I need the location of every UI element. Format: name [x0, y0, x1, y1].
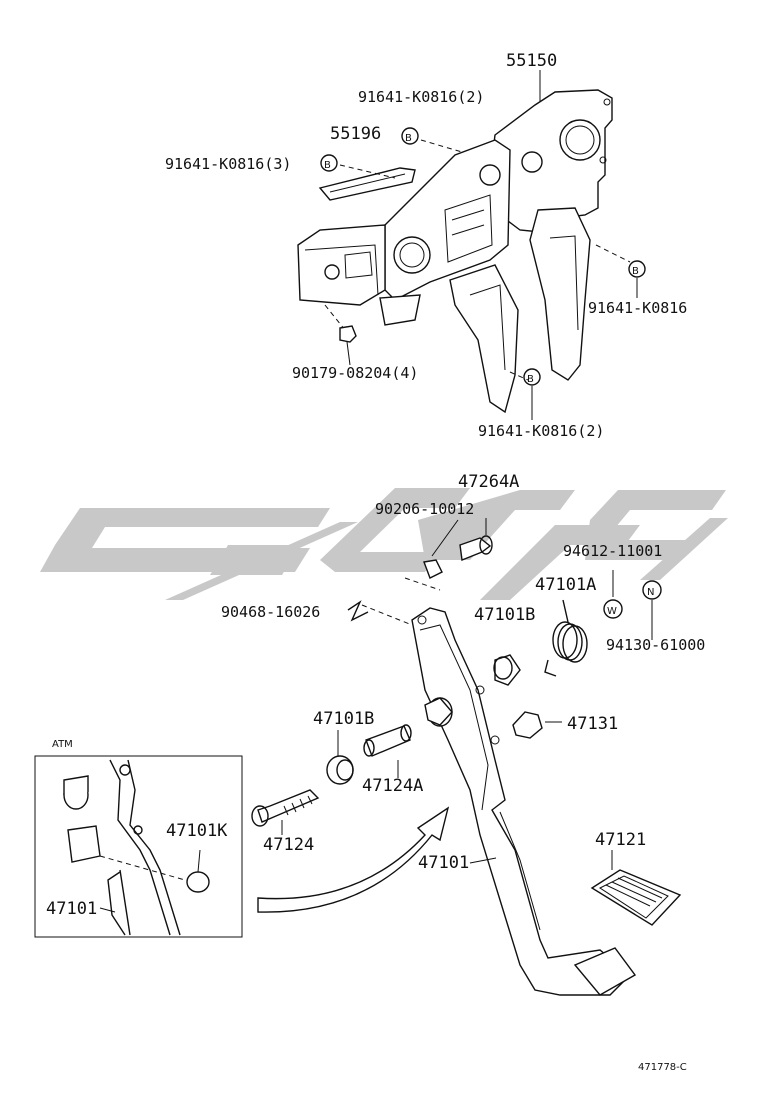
atm-inset	[34, 755, 243, 938]
svg-text:N: N	[647, 587, 654, 598]
callout-91641-top: 91641-K0816(2)	[358, 88, 484, 106]
callout-47264a: 47264A	[458, 472, 519, 492]
inset-label-atm: ATM	[52, 739, 73, 750]
callout-94612: 94612-11001	[563, 542, 662, 560]
callout-91641-right: 91641-K0816	[588, 299, 687, 317]
callout-47124a: 47124A	[362, 776, 423, 796]
callout-94130: 94130-61000	[606, 636, 705, 654]
callout-91641-bottom: 91641-K0816(2)	[478, 422, 604, 440]
drawing-number: 471778-C	[638, 1062, 687, 1073]
svg-text:B: B	[527, 374, 534, 385]
callout-55196: 55196	[330, 124, 381, 144]
callout-47101k: 47101K	[166, 821, 228, 841]
callout-47101-main: 47101	[418, 853, 469, 873]
callout-91641-3: 91641-K0816(3)	[165, 155, 291, 173]
b-marker-1: B	[401, 127, 419, 145]
svg-text:B: B	[324, 160, 331, 171]
callout-47121: 47121	[595, 830, 646, 850]
pedal-bracket-drawing	[297, 70, 638, 420]
n-marker: N	[642, 580, 662, 600]
w-marker: W	[603, 599, 623, 619]
callout-47101b-mid: 47101B	[313, 709, 374, 729]
callout-47124: 47124	[263, 835, 314, 855]
brake-pedal-drawing	[251, 518, 682, 996]
callout-90206: 90206-10012	[375, 500, 474, 518]
callout-47101a: 47101A	[535, 575, 596, 595]
b-marker-3: B	[628, 260, 646, 278]
callout-47101-inset: 47101	[46, 899, 97, 919]
callout-47101b-top: 47101B	[474, 605, 535, 625]
b-marker-2: B	[320, 154, 338, 172]
callout-90468: 90468-16026	[221, 603, 320, 621]
b-marker-4: B	[523, 368, 541, 386]
callout-47131: 47131	[567, 714, 618, 734]
svg-text:B: B	[405, 133, 412, 144]
callout-90179: 90179-08204(4)	[292, 364, 418, 382]
watermark-logo	[40, 488, 728, 600]
callout-55150: 55150	[506, 51, 557, 71]
svg-text:W: W	[607, 606, 617, 617]
svg-text:B: B	[632, 266, 639, 277]
